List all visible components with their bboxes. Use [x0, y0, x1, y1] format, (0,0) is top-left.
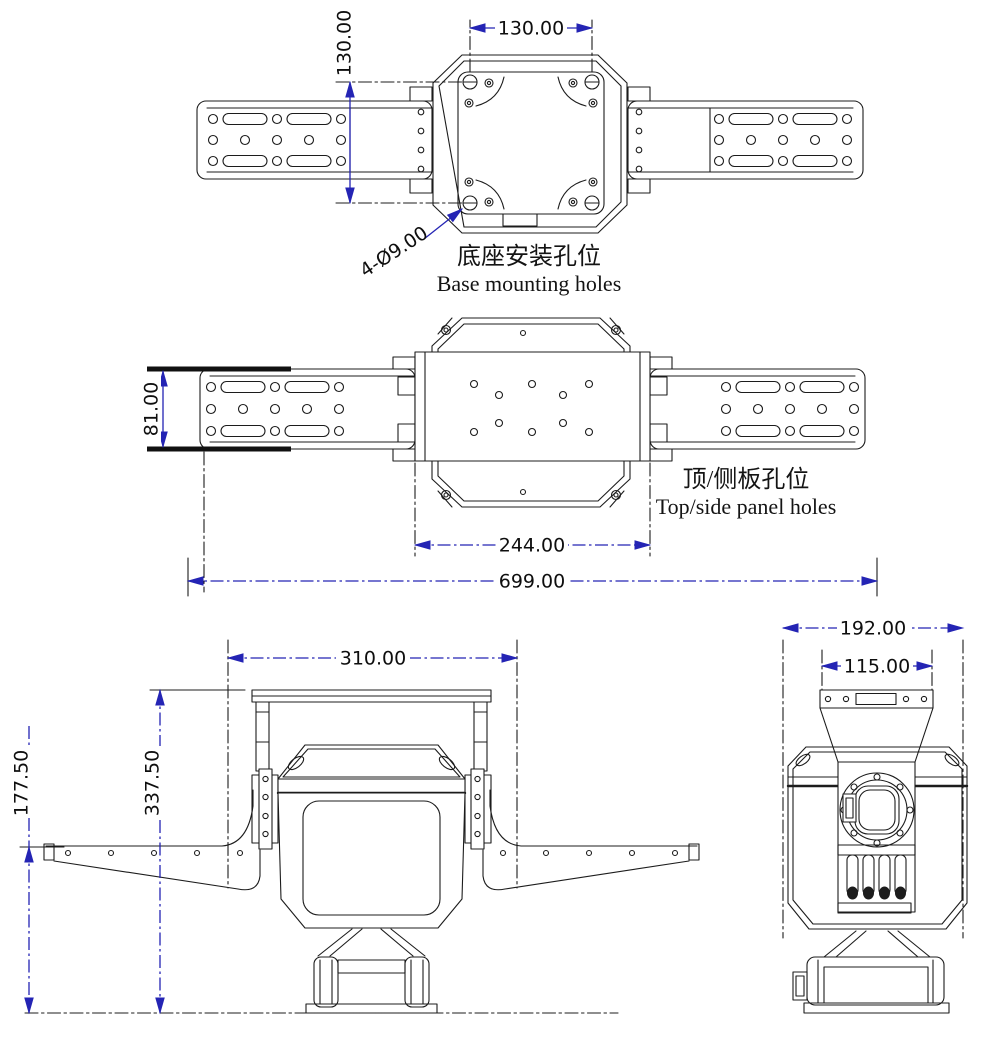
hole-callout-label: 4-Ø9.00 — [356, 222, 432, 282]
front-pedestal — [305, 928, 438, 1014]
front-dimensions: 310.00 337.50 177.50 — [11, 639, 519, 1015]
dim-text-backing — [495, 18, 567, 38]
side-elevation-view: 192.00 115.00 — [781, 618, 969, 1014]
dim-arm-width: 81.00 — [141, 382, 163, 436]
dim-text-backing — [837, 618, 909, 638]
front-top-frame — [251, 689, 492, 703]
dim-overall-width: 699.00 — [499, 571, 565, 593]
panel-plate-holes — [469, 379, 594, 437]
dim-body-width: 192.00 — [840, 618, 906, 640]
base-mounting-holes-view: 130.00 130.00 4-Ø9.00 底座安装孔位 Base mounti… — [196, 10, 864, 296]
base-arm-right — [627, 86, 864, 194]
base-arm-left — [196, 86, 433, 194]
panel-arm-right — [649, 356, 866, 462]
side-pedestal — [792, 930, 950, 1014]
side-dimensions: 192.00 115.00 — [781, 618, 965, 939]
dim-bracket-width: 115.00 — [844, 656, 910, 678]
front-side-assembly-right — [464, 701, 700, 891]
dim-text-backing — [496, 571, 570, 591]
dim-base-pitch-vertical: 130.00 — [334, 10, 356, 76]
dim-base-pitch-horizontal: 130.00 — [498, 18, 564, 40]
base-caption-zh: 底座安装孔位 — [457, 243, 601, 270]
dim-text-backing — [336, 648, 410, 668]
side-flange — [839, 772, 915, 848]
front-elevation-view: 310.00 337.50 177.50 — [11, 639, 700, 1015]
base-screw-holes — [464, 78, 598, 207]
dim-text-backing — [141, 373, 161, 445]
front-body — [276, 744, 467, 929]
panel-center-plate — [414, 351, 651, 462]
panel-caption-zh: 顶/侧板孔位 — [683, 466, 810, 493]
panel-caption-en: Top/side panel holes — [656, 494, 837, 519]
dim-wing-height: 177.50 — [11, 750, 33, 816]
dim-frame-width: 310.00 — [340, 648, 406, 670]
base-box-outline — [432, 54, 628, 234]
top-side-panel-holes-view: 81.00 244.00 699.00 顶/侧板孔位 Top/side pane… — [141, 317, 879, 597]
dim-text-backing — [496, 535, 568, 555]
base-caption-en: Base mounting holes — [437, 271, 622, 296]
panel-dimensions: 81.00 244.00 699.00 — [141, 369, 879, 597]
dim-overall-height: 337.50 — [142, 750, 164, 816]
side-cable-glands — [837, 844, 916, 914]
panel-arm-highlight-edges — [147, 366, 291, 452]
dim-text-backing — [841, 656, 913, 676]
dim-plate-width: 244.00 — [499, 535, 565, 557]
panel-arm-left — [199, 356, 416, 462]
